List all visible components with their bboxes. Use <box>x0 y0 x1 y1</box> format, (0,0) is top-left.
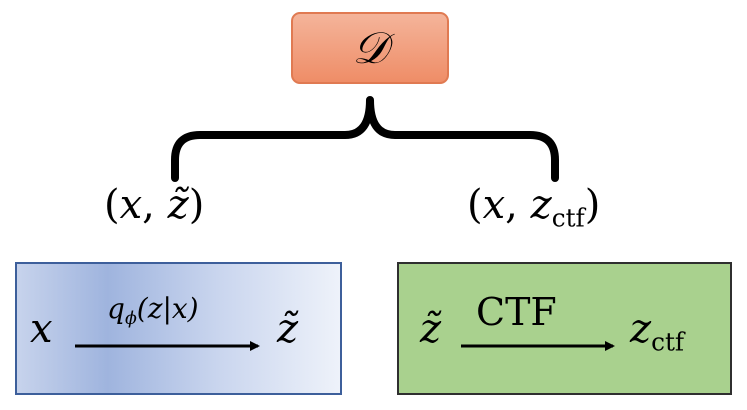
dataset-node: 𝒟 <box>291 12 449 84</box>
q-symbol: q <box>107 292 125 325</box>
pair-z-subscript: ctf <box>551 203 585 233</box>
ctf-target-zctf: zctf <box>630 306 684 357</box>
pair-x-zctf: (x, zctf) <box>467 182 600 233</box>
ctf-source-ztilde: z̃ <box>420 306 442 352</box>
pair-x: x <box>119 182 143 228</box>
pair-sep: , <box>142 182 168 228</box>
pair-ztilde: z̃ <box>167 182 189 228</box>
encoder-source-x: x <box>30 306 53 352</box>
phi-subscript: ϕ <box>124 309 137 330</box>
ctf-subscript: ctf <box>651 327 685 357</box>
q-args: (z|x) <box>136 292 199 325</box>
encoder-arrow-label: qϕ(z|x) <box>107 292 199 329</box>
ctf-box <box>397 262 732 395</box>
paren-open: ( <box>467 182 483 228</box>
ctf-arrow-label: CTF <box>476 290 557 334</box>
pair-x: x <box>482 182 506 228</box>
encoder-box <box>15 262 342 395</box>
z-symbol: z <box>630 306 652 352</box>
encoder-target-ztilde: z̃ <box>277 306 299 352</box>
dataset-label: 𝒟 <box>352 23 388 74</box>
pair-x-ztilde: (x, z̃) <box>104 182 204 228</box>
paren-open: ( <box>104 182 120 228</box>
pair-sep: , <box>505 182 531 228</box>
paren-close: ) <box>188 182 205 228</box>
pair-z: z <box>530 182 552 228</box>
paren-close: ) <box>584 182 601 228</box>
